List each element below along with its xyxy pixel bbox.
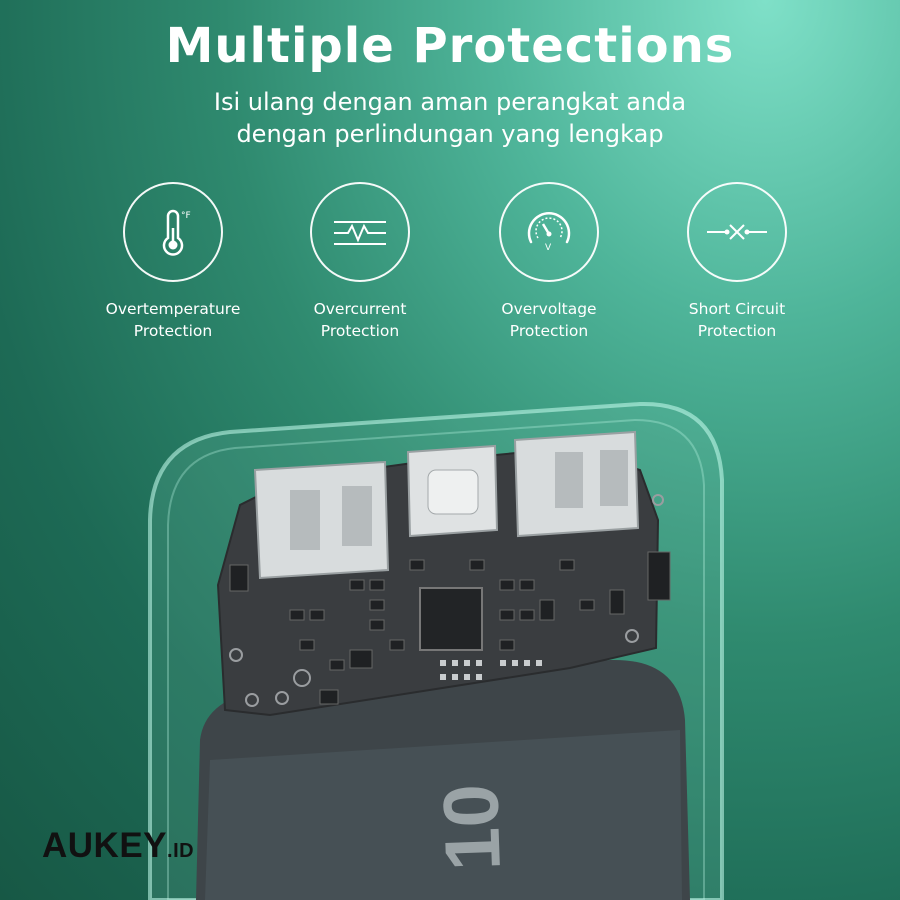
feature-overtemperature: °F Overtemperature Protection [83,182,263,342]
feature-short-circuit: Short Circuit Protection [647,182,827,342]
gauge-icon: V [499,182,599,282]
pcb-components [229,551,671,705]
feature-label: Protection [320,322,400,340]
feature-overcurrent: Overcurrent Protection [270,182,450,342]
feature-label: Protection [697,322,777,340]
feature-label: Overcurrent [313,300,407,318]
subtitle-line-2: dengan perlindungan yang lengkap [236,120,664,148]
svg-text:°F: °F [181,211,191,221]
short-circuit-icon [687,182,787,282]
feature-label: Overvoltage [501,300,597,318]
feature-label: Protection [509,322,589,340]
svg-text:V: V [545,243,552,253]
thermometer-icon: °F [123,182,223,282]
usb-port-left [253,460,390,580]
battery-label: 10 [426,783,517,873]
feature-label: Short Circuit [688,300,786,318]
pcb-chip [419,587,483,651]
usb-port-right [513,430,640,538]
subtitle-line-1: Isi ulang dengan aman perangkat anda [213,88,687,116]
pcb-holes [229,494,664,707]
pcb-pads [440,660,542,680]
feature-label: Overtemperature [105,300,241,318]
brand-logo: AUKEY.ID [42,826,195,865]
page-title: Multiple Protections [165,18,735,74]
current-wave-icon [310,182,410,282]
feature-overvoltage: V Overvoltage Protection [459,182,639,342]
usb-c-port [406,444,499,538]
feature-label: Protection [133,322,213,340]
